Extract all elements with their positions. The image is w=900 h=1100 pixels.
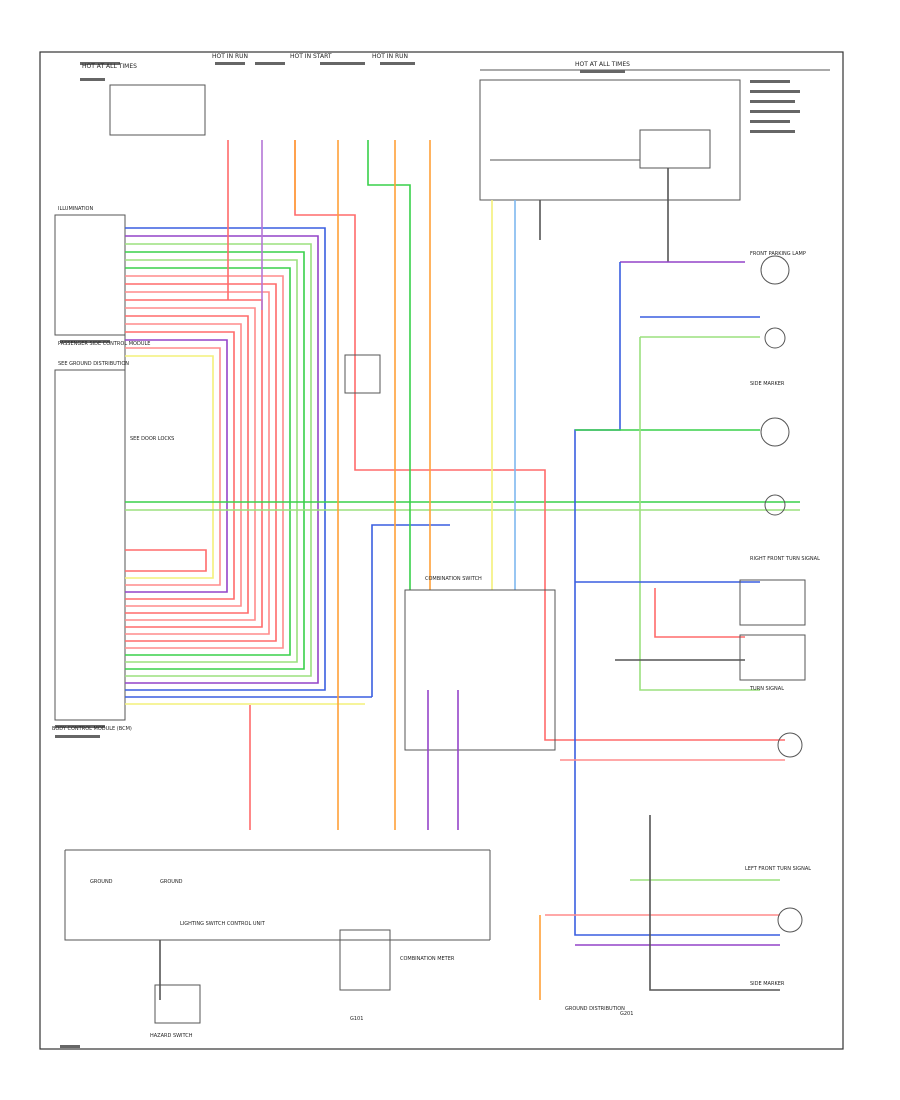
right-label-4: LEFT FRONT TURN SIGNAL: [745, 866, 811, 872]
module-label-2: COMBINATION SWITCH: [425, 576, 482, 582]
left-label-3: SEE DOOR LOCKS: [130, 436, 174, 442]
diagram-frame: [39, 51, 844, 1050]
module-label-1: PASSENGER SIDE CONTROL MODULE: [58, 341, 150, 347]
module-label-5: COMBINATION METER: [400, 956, 455, 962]
right-label-1: FRONT PARKING LAMP: [750, 251, 806, 257]
module-label-4: HAZARD SWITCH: [150, 1033, 193, 1039]
tiny-labels: [55, 62, 800, 1048]
left-label-1: ILLUMINATION: [58, 206, 93, 212]
left-wire-harness: [125, 227, 800, 705]
footer-label-1: GROUND: [90, 879, 113, 885]
top-vertical-wires: [227, 140, 785, 830]
bottom-wires: [159, 690, 459, 1000]
right-side-wires: [539, 261, 785, 1000]
right-label-3: RIGHT FRONT TURN SIGNAL: [750, 556, 820, 562]
lamp-symbols: [739, 255, 806, 933]
bcm-connector-block: [54, 214, 126, 721]
header-label-4: HOT IN RUN: [372, 53, 408, 60]
module-label-7: GROUND DISTRIBUTION: [565, 1006, 625, 1012]
right-label-2: SIDE MARKER: [750, 381, 785, 387]
footer-label-4: G201: [620, 1011, 633, 1017]
module-label-3: BODY CONTROL MODULE (BCM): [52, 726, 132, 732]
footer-label-2: GROUND: [160, 879, 183, 885]
center-modules: [64, 354, 556, 1024]
left-label-2: SEE GROUND DISTRIBUTION: [58, 361, 129, 367]
footer-label-3: G101: [350, 1016, 363, 1022]
module-label-6: LIGHTING SWITCH CONTROL UNIT: [180, 921, 266, 927]
header-label-1: HOT AT ALL TIMES: [82, 63, 137, 70]
right-label-6: SIDE MARKER: [750, 981, 785, 987]
header-label-3: HOT IN START: [290, 53, 332, 60]
header-label-5: HOT AT ALL TIMES: [575, 61, 630, 68]
header-label-2: HOT IN RUN: [212, 53, 248, 60]
right-label-5: TURN SIGNAL: [749, 686, 784, 692]
top-fuse-area: [109, 69, 830, 201]
